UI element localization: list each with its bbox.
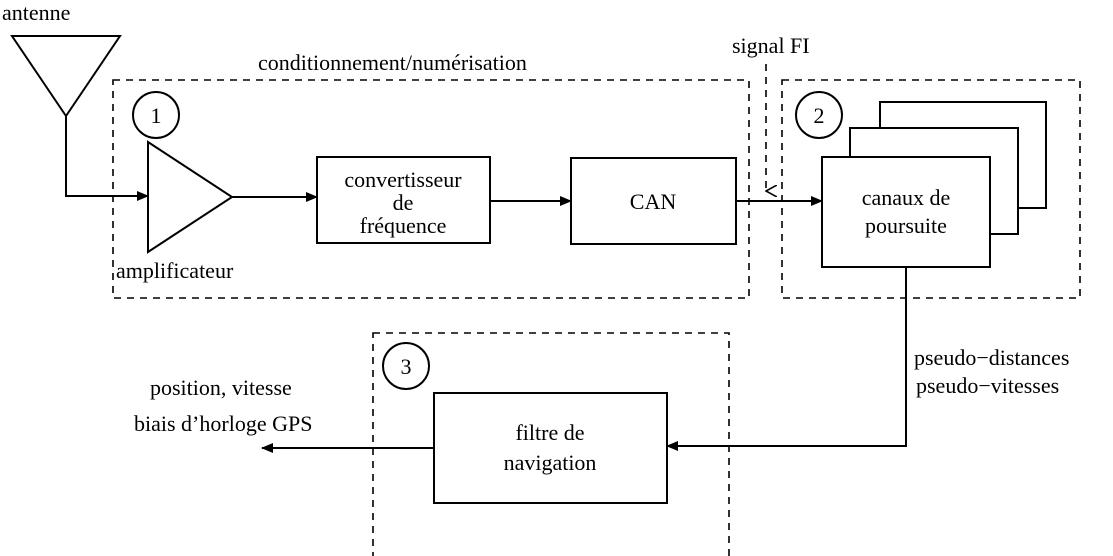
stage-1-number: 1	[151, 103, 162, 128]
tracking-channel-back	[879, 101, 1047, 209]
navigation-filter-line-2: navigation	[504, 450, 597, 475]
if-signal-label: signal FI	[732, 33, 810, 58]
frequency-converter-line-2: de	[393, 190, 414, 215]
frequency-converter-line-3: fréquence	[360, 213, 447, 238]
antenna-label: antenne	[2, 0, 70, 25]
tracking-channels-line-2: poursuite	[865, 213, 947, 238]
navigation-filter-block	[433, 392, 668, 504]
amplifier-label: amplificateur	[116, 258, 234, 283]
stage-3-marker	[382, 342, 430, 390]
navigation-filter-line-1: filtre de	[515, 420, 584, 445]
tracking-group	[781, 79, 1081, 299]
section-title: conditionnement/numérisation	[258, 50, 527, 75]
tracking-channel-middle	[849, 127, 1019, 235]
output-label-line-1: position, vitesse	[150, 375, 292, 400]
tracking-channels-line-1: canaux de	[862, 185, 951, 210]
adc-block	[570, 157, 737, 245]
frequency-converter-block	[316, 156, 491, 244]
stage-1-marker	[132, 91, 180, 139]
stage-3-number: 3	[401, 354, 412, 379]
amplifier-symbol	[147, 140, 234, 254]
output-label-line-2: biais d’horloge GPS	[134, 411, 312, 436]
pseudo-distances-label: pseudo−distances	[914, 345, 1069, 370]
frequency-converter-line-1: convertisseur	[344, 167, 462, 192]
antenna-to-amplifier-wire	[65, 116, 149, 201]
stage-2-marker	[795, 91, 843, 139]
tracking-channels-block	[821, 156, 991, 268]
tracking-to-filter-arrow	[666, 267, 907, 451]
conditioning-digitization-group	[112, 79, 750, 299]
pseudo-velocities-label: pseudo−vitesses	[916, 373, 1059, 398]
stage-2-number: 2	[814, 103, 825, 128]
adc-label: CAN	[630, 189, 677, 214]
antenna-icon	[10, 35, 122, 118]
